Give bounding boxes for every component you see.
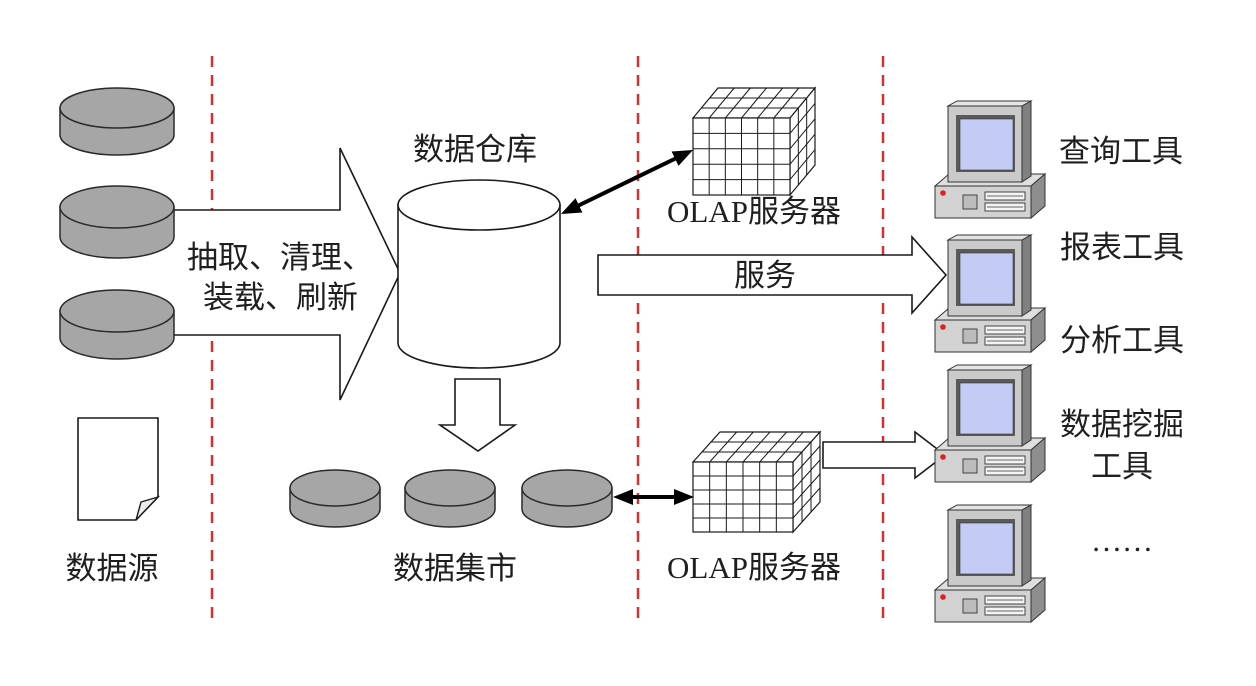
cube-grid-line xyxy=(759,431,788,463)
cube-grid-line xyxy=(792,459,821,491)
cube-grid-line xyxy=(789,103,816,134)
cylinder-top xyxy=(397,179,561,231)
tool-label-data-mining-line2: 工具 xyxy=(1091,449,1153,484)
olap-server-label: OLAP服务器 xyxy=(667,194,841,229)
etl-label-line1: 抽取、清理、 xyxy=(187,240,373,275)
olap-cube-icon xyxy=(691,430,822,534)
disk-top xyxy=(289,469,381,507)
tool-label-query: 查询工具 xyxy=(1059,134,1183,169)
cube-grid-line xyxy=(792,487,821,519)
tool-label-report: 报表工具 xyxy=(1060,230,1184,265)
down-arrow xyxy=(437,378,518,452)
computer-icon xyxy=(934,504,1046,623)
data-mining-arrow xyxy=(822,430,947,480)
cube-grid-line xyxy=(775,431,804,463)
database-icon xyxy=(59,185,175,259)
computer-icon xyxy=(934,100,1046,219)
disk-top xyxy=(59,87,175,129)
computer-icon xyxy=(934,234,1046,353)
tool-label-analysis: 分析工具 xyxy=(1060,323,1184,358)
etl-label-line2: 装载、刷新 xyxy=(203,280,358,315)
cube-grid-line xyxy=(773,87,800,119)
data-warehouse-cylinder-icon xyxy=(397,179,561,369)
data-warehouse-label: 数据仓库 xyxy=(413,132,537,167)
disk-top xyxy=(404,469,496,507)
cube-grid-line xyxy=(792,445,821,477)
cube-grid-line xyxy=(789,133,816,165)
disk-top xyxy=(59,185,175,229)
cube-grid-line xyxy=(708,87,735,119)
olap-cube-icon xyxy=(691,86,817,197)
double-arrow-warehouse-olap xyxy=(561,150,693,214)
database-icon xyxy=(59,289,175,360)
cube-grid-line xyxy=(724,87,751,119)
data-source-label: 数据源 xyxy=(66,551,159,586)
data-mart-label: 数据集市 xyxy=(393,551,517,586)
computer-icon xyxy=(934,364,1046,483)
cube-grid-line xyxy=(789,149,816,180)
tool-label-more: …… xyxy=(1091,523,1153,558)
service-label: 服务 xyxy=(734,258,796,293)
database-icon xyxy=(521,469,613,528)
document-fold xyxy=(135,495,161,521)
disk-top xyxy=(521,469,613,507)
database-icon xyxy=(404,469,496,528)
cylinder-body xyxy=(397,204,561,369)
disk-top xyxy=(59,289,175,333)
cube-grid-line xyxy=(789,118,816,150)
cube-grid-line xyxy=(725,431,754,463)
service-arrow xyxy=(597,234,948,316)
database-icon xyxy=(59,87,175,156)
olap-server-label: OLAP服务器 xyxy=(667,550,841,585)
cube-grid-line xyxy=(792,473,821,505)
tool-label-data-mining: 数据挖掘 xyxy=(1060,407,1184,442)
cube-grid-line xyxy=(757,87,784,119)
cube-grid-line xyxy=(741,87,767,119)
database-icon xyxy=(289,469,381,528)
cube-grid-line xyxy=(742,431,771,463)
cube-grid-line xyxy=(709,431,738,463)
document-icon xyxy=(77,417,161,521)
